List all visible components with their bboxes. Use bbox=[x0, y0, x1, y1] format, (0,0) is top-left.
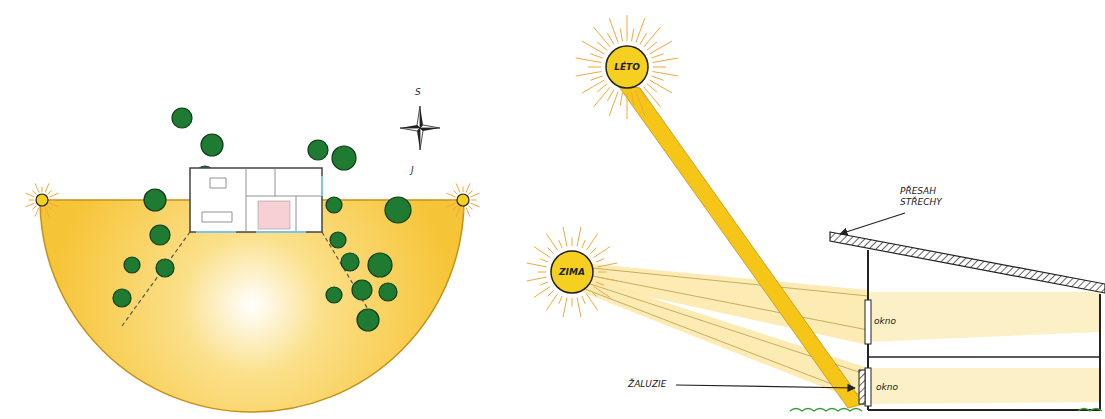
sun-label: LÉTO bbox=[614, 62, 640, 72]
compass-letter: J bbox=[411, 165, 414, 176]
winter-light bbox=[868, 368, 1100, 404]
annotation: ŽALUZIE bbox=[628, 379, 666, 390]
view-line bbox=[122, 232, 190, 326]
leader-line bbox=[676, 385, 855, 388]
leader-line bbox=[840, 213, 905, 234]
grass bbox=[790, 409, 1102, 412]
sun-circle: LÉTO bbox=[605, 45, 649, 89]
summer-beam bbox=[617, 84, 864, 408]
small-suns bbox=[25, 183, 479, 216]
house-section bbox=[830, 232, 1105, 410]
compass-letter: S bbox=[415, 87, 421, 98]
sun-label: ZIMA bbox=[559, 267, 585, 277]
window-label: okno bbox=[874, 316, 896, 327]
winter-rays bbox=[572, 266, 868, 398]
winter-beam bbox=[572, 272, 868, 405]
winter-light bbox=[868, 292, 1100, 342]
window-label: okno bbox=[876, 382, 898, 393]
sun-circle: ZIMA bbox=[550, 250, 594, 294]
compass bbox=[400, 106, 440, 150]
annotation: PŘESAH STŘECHY bbox=[900, 186, 960, 209]
trees bbox=[113, 108, 411, 331]
sun-rays bbox=[527, 15, 678, 317]
house-plan bbox=[190, 168, 322, 232]
